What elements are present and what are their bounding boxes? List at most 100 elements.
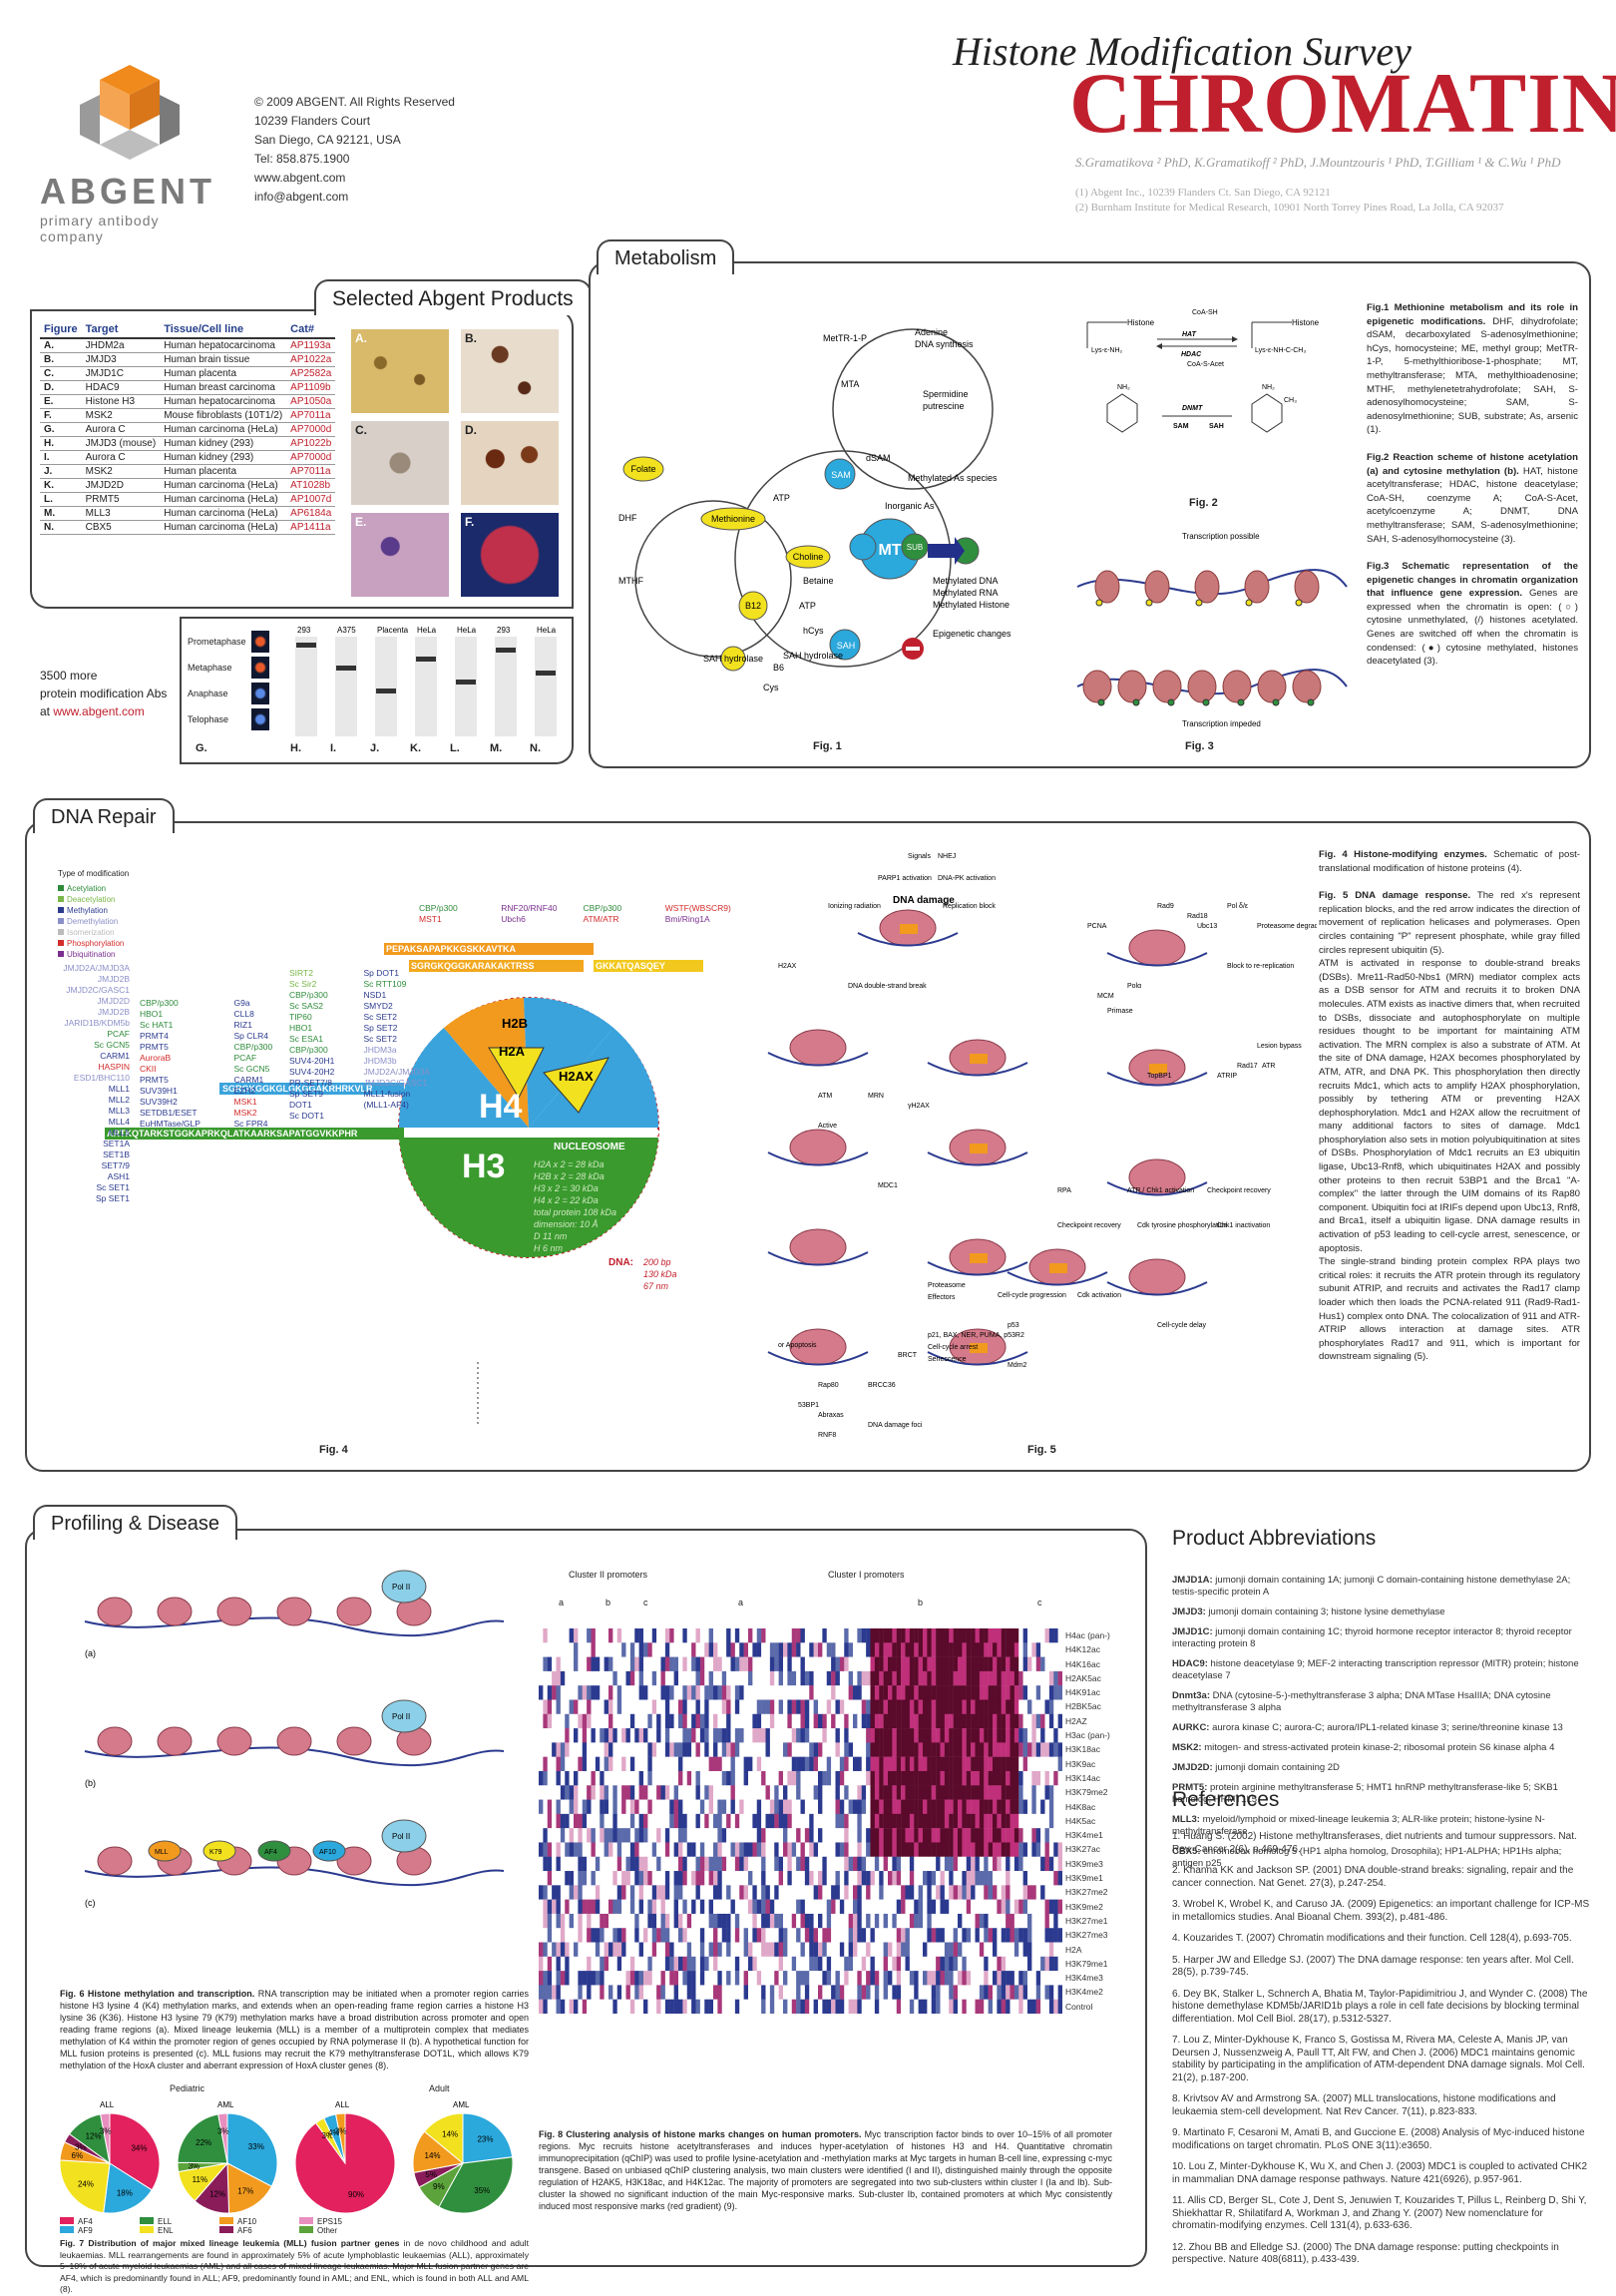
heatmap-cell [822,1899,827,1915]
heatmap-cell [699,1699,705,1714]
heatmap-cell [966,1899,972,1915]
table-cell[interactable]: AP7000d [286,450,336,465]
heatmap-cell [1044,1699,1050,1714]
table-cell[interactable]: AP1007d [286,492,336,507]
heatmap-cell [1018,1956,1023,1972]
heatmap-cell [565,1885,570,1900]
heatmap-cell [743,1628,749,1643]
heatmap-cell [660,1885,666,1900]
heatmap-cell [625,1828,631,1843]
table-cell[interactable]: AP7011a [286,408,336,423]
heatmap-cell [975,1628,981,1643]
table-cell[interactable]: AP7011a [286,464,336,479]
blot-band [336,666,356,671]
heatmap-cell [656,1913,661,1929]
heatmap-cell [730,1785,736,1800]
heatmap-cell [809,1956,814,1972]
heatmap-cell [892,1971,897,1986]
heatmap-cell [949,1799,954,1815]
nucleosome [97,1846,133,1876]
heatmap-cell [664,1656,670,1672]
heatmap-cell [638,1871,644,1886]
heatmap-cell [1018,1685,1023,1700]
heatmap-cell [997,1899,1002,1915]
heatmap-cell [809,1871,814,1886]
heatmap-cell [600,1685,605,1700]
heatmap-cell [787,1785,792,1800]
heatmap-cell [1010,1785,1015,1800]
heatmap-cell [664,1899,670,1915]
email-link[interactable]: info@abgent.com [254,190,349,204]
table-cell[interactable]: AP1022a [286,352,336,367]
table-cell[interactable]: AP6184a [286,506,336,521]
heatmap-cell [826,1670,832,1686]
heatmap-cell [826,1685,832,1700]
dna-strand [84,1746,505,1767]
heatmap-cell [769,1713,775,1729]
heatmap-cell [888,1742,893,1757]
heatmap-cell [944,1871,950,1886]
heatmap-cell [565,1770,570,1786]
heatmap-cell [879,1656,884,1672]
heatmap-cell [1044,1999,1050,2015]
heatmap-cell [591,1942,597,1958]
heatmap-cell [587,1713,592,1729]
heatmap-cell [752,1985,757,2000]
table-cell[interactable]: AP1109b [286,380,336,395]
heatmap-cell [616,1856,622,1872]
heatmap-cell [560,1928,566,1943]
heatmap-cell [1031,1999,1036,2015]
heatmap-cell [608,1642,613,1657]
heatmap-cell [835,1942,841,1958]
heatmap-cell [888,1756,893,1772]
heatmap-cell [844,1913,849,1929]
table-cell[interactable]: AT1028b [286,478,336,493]
lane-label: HeLa [537,626,557,635]
svg-text:SAM: SAM [831,470,851,480]
heatmap-cell [778,1913,784,1929]
heatmap-cell [1044,1770,1050,1786]
heatmap-cell [892,1656,897,1672]
heatmap-cell [879,1785,884,1800]
heatmap-cell [870,1956,876,1972]
heatmap-cell [997,1728,1002,1743]
table-cell[interactable]: AP1050a [286,394,336,409]
heatmap-cell [944,1885,950,1900]
svg-text:SGRGKQGGKARAKAKTRSS: SGRGKQGGKARAKAKTRSS [411,961,535,971]
table-cell[interactable]: AP1022b [286,436,336,451]
heatmap-cell [756,1913,762,1929]
website-link[interactable]: www.abgent.com [254,171,346,185]
heatmap-cell [971,1871,976,1886]
table-cell[interactable]: AP1193a [286,338,336,353]
heatmap-cell [1001,1756,1007,1772]
heatmap-cell [1001,1928,1007,1943]
heatmap-cell [804,1656,810,1672]
heatmap-cell [608,1728,613,1743]
heatmap-cell [739,1956,744,1972]
table-cell[interactable]: AP2582a [286,366,336,381]
heatmap-cell [958,1899,963,1915]
heatmap-cell [901,1656,906,1672]
heatmap-cell [587,1699,592,1714]
affiliation-1: (1) Abgent Inc., 10239 Flanders Ct. San … [1075,187,1331,199]
heatmap-cell [914,1856,919,1872]
heatmap-cell [643,1813,648,1829]
heatmap-cell [560,1828,566,1843]
heatmap-cell [979,1999,985,2015]
heatmap-cell [839,1728,845,1743]
heatmap-cell [879,1628,884,1643]
heatmap-cell [600,1871,605,1886]
more-link[interactable]: www.abgent.com [53,704,145,718]
heatmap-cell [634,1685,639,1700]
heatmap-cell [953,1971,959,1986]
heatmap-cell [1018,1871,1023,1886]
enzyme-label: JMJD2C/GASC1 [66,985,130,995]
heatmap-cell [673,1956,679,1972]
heatmap-cell [971,1899,976,1915]
table-cell[interactable]: AP1411a [286,520,336,535]
heatmap-cell [556,1770,562,1786]
heatmap-cell [861,1642,867,1657]
heatmap-cell [761,1885,766,1900]
heatmap-cell [656,1685,661,1700]
table-cell[interactable]: AP7000d [286,422,336,437]
